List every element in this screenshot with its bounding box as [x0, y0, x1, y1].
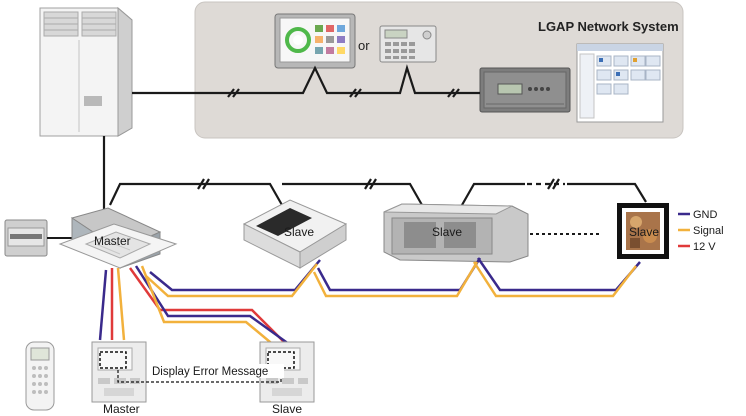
power-legend-label: 12 V — [693, 241, 716, 253]
slave-duct-unit — [383, 203, 529, 263]
slave-artcool-label: Slave — [629, 225, 659, 239]
master-cassette-unit — [58, 207, 178, 269]
wireless-remote — [25, 341, 55, 411]
master-wired-controller — [91, 341, 147, 403]
outdoor-to-lgap-line — [132, 64, 480, 98]
master-unit-label: Master — [94, 234, 131, 248]
or-text: or — [358, 38, 370, 53]
error-message-bg — [150, 364, 284, 378]
keypad-controller — [379, 25, 437, 63]
pc-software-window — [576, 43, 664, 123]
slave-duct-label: Slave — [432, 225, 462, 239]
lgap-network-title: LGAP Network System — [538, 19, 679, 34]
remote-sensor-module — [4, 219, 72, 257]
master-controller-wiring — [98, 265, 301, 354]
lgap-gateway — [479, 67, 571, 113]
slave-cassette-label: Slave — [284, 225, 314, 239]
indoor-wiring-bundle — [145, 257, 641, 298]
master-controller-label: Master — [103, 402, 140, 416]
slave-artcool-unit — [617, 203, 669, 259]
outdoor-unit — [39, 6, 133, 137]
gnd-legend-label: GND — [693, 209, 718, 221]
indoor-bus-line — [109, 178, 647, 206]
error-message-text: Display Error Message — [152, 366, 268, 378]
slave-cassette-unit — [242, 199, 348, 269]
signal-legend-label: Signal — [693, 225, 724, 237]
slave-controller-label: Slave — [272, 402, 302, 416]
wire-legend: GND Signal 12 V — [678, 209, 724, 253]
touch-screen-controller — [274, 13, 356, 69]
